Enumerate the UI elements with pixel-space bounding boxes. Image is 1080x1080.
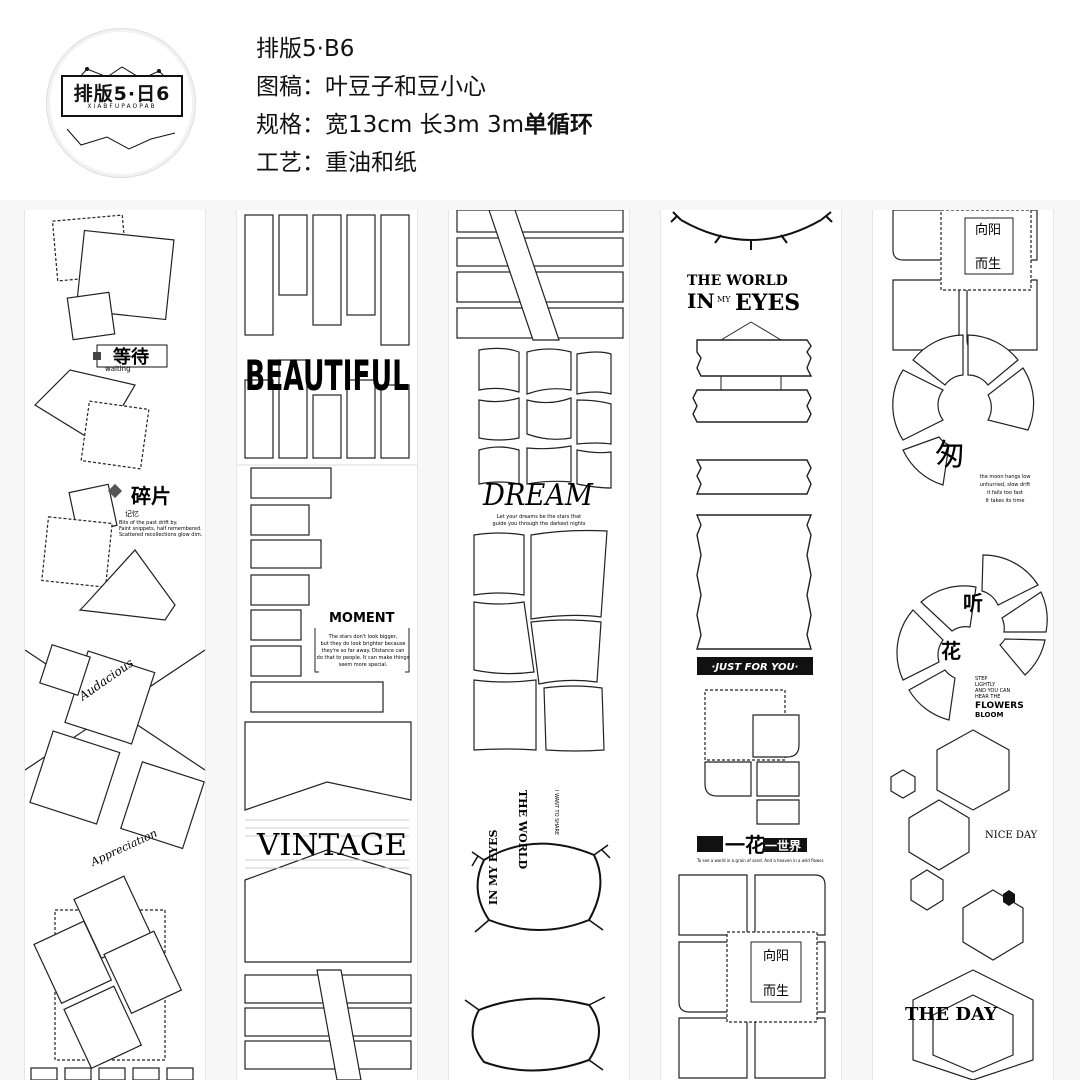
memory-cn-label: 记忆 <box>125 509 139 518</box>
logo-subtitle: XIABFUPAOPAB <box>87 103 157 110</box>
dream-sub-1: Let your dreams be the stars that <box>497 514 581 520</box>
flowers-text-1: STEP <box>975 676 987 682</box>
world-my: MY <box>717 295 731 304</box>
brand-logo: 排版5·日6 XIABFUPAOPAB <box>46 28 196 178</box>
fragment-text-3: Scattered recollections glow dim. <box>119 532 203 538</box>
info-artwork: 图稿：叶豆子和豆小心 <box>256 74 486 100</box>
product-info: 排版5·B6 图稿：叶豆子和豆小心 规格：宽13cm 长3m 3m单循环 工艺：… <box>256 30 593 182</box>
vertical-the-world: THE WORLD <box>516 790 529 870</box>
strip5-xiangyang: 向阳 <box>975 222 1001 238</box>
dream-label: DREAM <box>482 478 594 513</box>
just-for-you-label: ·JUST FOR YOU· <box>712 662 799 673</box>
appreciation-label: Appreciation <box>88 827 159 870</box>
vertical-in-my-eyes: IN MY EYES <box>487 829 500 905</box>
ersheng-label: 而生 <box>763 984 789 999</box>
fragment-text-2: Faint snippets, half remembered. <box>119 526 202 532</box>
strip5-art: 向阳 而生 匆 the moon hangs low unhurried, sl… <box>890 210 1048 1080</box>
strip4-art: THE WORLD IN MY EYES ·JUST FOR YOU· 一花 <box>670 211 833 1079</box>
moon-text-2: unhurried, slow drift <box>980 482 1031 488</box>
tape-strip-5: 向阳 而生 匆 the moon hangs low unhurried, sl… <box>872 210 1054 1080</box>
flowers-big: FLOWERS <box>975 701 1024 711</box>
nice-day-label: NICE DAY <box>985 830 1038 841</box>
strip2-art: BEAUTIFUL MOMENT The stars don't look bi… <box>237 214 417 1080</box>
fragment-text-1: Bits of the past drift by. <box>119 520 178 526</box>
moon-text-3: it falls too fast <box>987 490 1023 496</box>
tape-strip-2: BEAUTIFUL MOMENT The stars don't look bi… <box>236 210 418 1080</box>
flower-b: 一世界 <box>765 838 801 853</box>
moon-text-1: the moon hangs low <box>980 474 1031 480</box>
strip1-art: 等待 waiting 碎片 记忆 Bits of the past drift … <box>25 214 205 1080</box>
logo-title: 排版5·日6 <box>73 83 171 105</box>
info-layout: 排版5·B6 <box>256 36 355 62</box>
moon-text-4: It takes its time <box>986 498 1025 504</box>
strip3-art: DREAM Let your dreams be the stars that … <box>456 210 624 1072</box>
moment-title: MOMENT <box>329 611 395 626</box>
info-spec-size: 规格：宽13cm 长3m 3m <box>256 112 525 138</box>
moment-text-5: seem more special. <box>339 662 388 668</box>
info-spec: 规格：宽13cm 长3m 3m单循环 <box>256 106 593 144</box>
world-eyes: EYES <box>735 290 800 316</box>
waiting-en-label: waiting <box>105 365 131 373</box>
tape-strip-1: 等待 waiting 碎片 记忆 Bits of the past drift … <box>24 210 206 1080</box>
tape-strip-3: DREAM Let your dreams be the stars that … <box>448 210 630 1080</box>
header: 排版5·日6 XIABFUPAOPAB 排版5·B6 图稿：叶豆子和豆小心 规格… <box>0 0 1080 200</box>
waiting-cn-label: 等待 <box>113 346 149 368</box>
tape-strip-4: THE WORLD IN MY EYES ·JUST FOR YOU· 一花 <box>660 210 842 1080</box>
world-in: IN <box>687 289 715 313</box>
the-day-label: THE DAY <box>905 1004 998 1025</box>
flower-sub: To see a world in a grain of sand. And a… <box>696 858 824 863</box>
moment-text-1: The stars don't look bigger, <box>328 634 398 640</box>
logo-decoration-icon <box>66 66 176 150</box>
cong-label: 匆 <box>935 438 965 473</box>
strip5-ersheng: 而生 <box>975 257 1001 272</box>
flowers-text-3: AND YOU CAN <box>975 688 1010 694</box>
xiangyang-label: 向阳 <box>763 948 789 964</box>
info-craft: 工艺：重油和纸 <box>256 150 417 176</box>
moment-text-2: but they do look brighter because <box>320 641 405 647</box>
ting-label: 听 <box>963 591 983 615</box>
vintage-label: VINTAGE <box>256 828 407 863</box>
bloom-label: BLOOM <box>975 711 1003 719</box>
flower-a: 一花 <box>725 833 765 857</box>
flowers-text-4: HEAR THE <box>975 694 1000 700</box>
flowers-text-2: LIGHTLY <box>975 682 996 688</box>
vertical-share: I WANT TO SHARE <box>553 790 559 835</box>
logo-plate: 排版5·日6 XIABFUPAOPAB <box>61 75 183 117</box>
moment-text-3: they're so far away. Distance can <box>322 648 405 654</box>
fragment-cn-label: 碎片 <box>131 484 171 508</box>
beautiful-label: BEAUTIFUL <box>245 351 409 400</box>
dream-sub-2: guide you through the darkest nights <box>492 521 585 527</box>
hua-label: 花 <box>941 639 961 663</box>
tape-strips: 等待 waiting 碎片 记忆 Bits of the past drift … <box>0 200 1080 1080</box>
world-line1: THE WORLD <box>687 273 788 289</box>
info-spec-loop: 单循环 <box>524 112 594 138</box>
moment-text-4: do that to people. It can make things <box>317 655 410 661</box>
